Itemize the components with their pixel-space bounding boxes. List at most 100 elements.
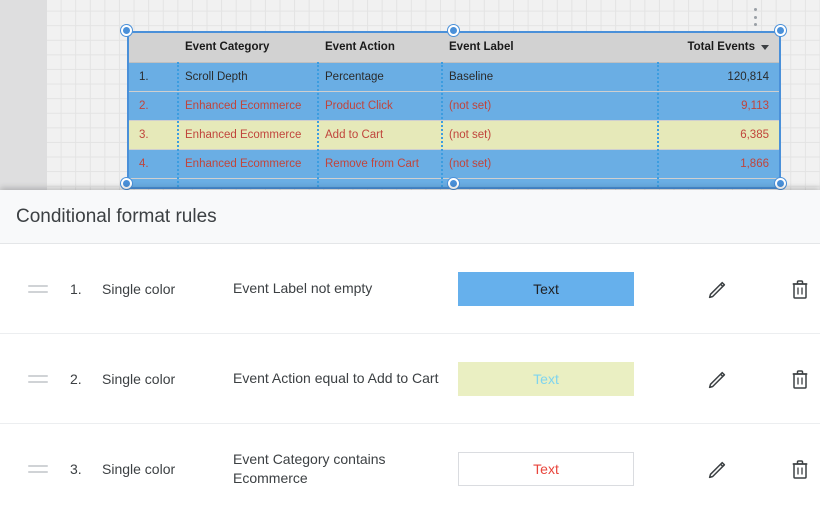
delete-button-wrap [762,359,820,399]
drag-line [28,284,48,287]
trash-icon [792,369,808,389]
drag-line [28,465,48,467]
data-table-widget[interactable]: Event Category Event Action Event Label … [127,31,781,189]
delete-button-wrap [762,449,820,489]
cell-event-label: Android Tee Hoodie Black [441,178,657,187]
canvas-left-gutter [0,0,47,190]
cell-event-action: Quickview Click [317,178,441,187]
dot [753,15,757,19]
cell-event-category: Enhanced Ecommerce [177,120,317,150]
rule-index: 3. [70,461,82,477]
resize-handle-bottom-center[interactable] [448,178,459,189]
dot [753,23,757,26]
rule-condition: Event Label not empty [233,280,373,296]
cell-index: 3. [129,120,177,150]
rule-type: Single color [102,280,176,297]
edit-rule-button[interactable] [695,359,741,399]
cell-index: 5. [129,178,177,187]
edit-button-wrap [674,449,762,489]
drag-line [28,471,48,473]
cell-event-label: (not set) [441,149,657,179]
page-title: Conditional format rules [16,205,217,227]
rule-type: Single color [102,370,176,387]
edit-rule-button[interactable] [695,269,741,309]
resize-handle-top-right[interactable] [775,25,786,36]
rule-row[interactable]: 2. Single color Event Action equal to Ad… [0,334,820,424]
column-header-event-label[interactable]: Event Label [441,33,657,63]
rule-preview-wrap: Text [458,271,674,306]
edit-rule-button[interactable] [695,449,741,489]
table-body: 1. Scroll Depth Percentage Baseline 120,… [129,62,779,187]
chevron-down-icon[interactable] [761,44,769,50]
rule-color-preview[interactable]: Text [458,452,634,486]
cell-event-category: Scroll Depth [177,62,317,92]
resize-handle-bottom-left[interactable] [121,178,132,189]
cell-index: 1. [129,62,177,92]
pencil-icon [708,281,726,298]
resize-handle-bottom-right[interactable] [775,178,786,189]
cell-index: 2. [129,91,177,121]
cell-total-events: 1,866 [657,149,779,179]
dot [753,8,757,11]
pencil-icon [708,371,726,388]
drag-line [28,374,48,377]
rule-preview-wrap: Text [458,361,674,396]
column-header-event-category[interactable]: Event Category [177,33,317,63]
table-row[interactable]: 3. Enhanced Ecommerce Add to Cart (not s… [129,120,779,150]
trash-icon [792,460,808,479]
rules-list: 1. Single color Event Label not empty Te… [0,244,820,514]
cell-event-action: Remove from Cart [317,149,441,179]
table-header: Event Category Event Action Event Label … [129,33,779,63]
conditional-format-rules-panel: Conditional format rules 1. Single color… [0,190,820,524]
delete-rule-button[interactable] [777,269,820,309]
edit-button-wrap [674,359,762,399]
cell-event-action: Percentage [317,62,441,92]
panel-header: Conditional format rules [0,190,820,244]
rule-color-preview[interactable]: Text [458,361,634,396]
cell-total-events: 6,385 [657,120,779,150]
table-header-row: Event Category Event Action Event Label … [129,33,779,63]
rule-type: Single color [102,461,176,477]
cell-event-label: (not set) [441,120,657,150]
resize-handle-top-center[interactable] [448,25,459,36]
rule-condition: Event Action equal to Add to Cart [233,370,439,386]
rule-index: 1. [70,280,82,297]
rule-row[interactable]: 3. Single color Event Category contains … [0,424,820,514]
cell-event-category: Enhanced Ecommerce [177,178,317,187]
report-canvas: Event Category Event Action Event Label … [0,0,820,190]
column-header-total-events[interactable]: Total Events [657,33,779,63]
trash-icon [792,279,808,299]
cell-index: 4. [129,149,177,179]
delete-rule-button[interactable] [777,359,820,399]
rule-condition: Event Category contains Ecommerce [233,451,386,486]
cell-event-label: (not set) [441,91,657,121]
column-header-index[interactable] [129,33,177,63]
cell-event-action: Product Click [317,91,441,121]
more-vert-icon[interactable] [748,6,762,28]
drag-handle-icon[interactable] [28,374,54,383]
rule-index: 2. [70,370,82,387]
rule-preview-wrap: Text [458,452,674,486]
table-row[interactable]: 4. Enhanced Ecommerce Remove from Cart (… [129,149,779,179]
table-row[interactable]: 2. Enhanced Ecommerce Product Click (not… [129,91,779,121]
cell-total-events: 120,814 [657,62,779,92]
table-row[interactable]: 1. Scroll Depth Percentage Baseline 120,… [129,62,779,92]
drag-line [28,380,48,383]
rule-color-preview[interactable]: Text [458,271,634,306]
resize-handle-top-left[interactable] [121,25,132,36]
drag-handle-icon[interactable] [28,284,54,293]
delete-rule-button[interactable] [777,449,820,489]
cell-event-action: Add to Cart [317,120,441,150]
data-table: Event Category Event Action Event Label … [129,33,779,187]
column-header-total-events-label: Total Events [687,41,755,54]
drag-line [28,290,48,293]
cell-event-category: Enhanced Ecommerce [177,149,317,179]
rule-row[interactable]: 1. Single color Event Label not empty Te… [0,244,820,334]
cell-total-events: 1,220 [657,178,779,187]
column-header-event-action[interactable]: Event Action [317,33,441,63]
cell-event-category: Enhanced Ecommerce [177,91,317,121]
pencil-icon [708,461,726,479]
drag-handle-icon[interactable] [28,465,54,473]
delete-button-wrap [762,269,820,309]
